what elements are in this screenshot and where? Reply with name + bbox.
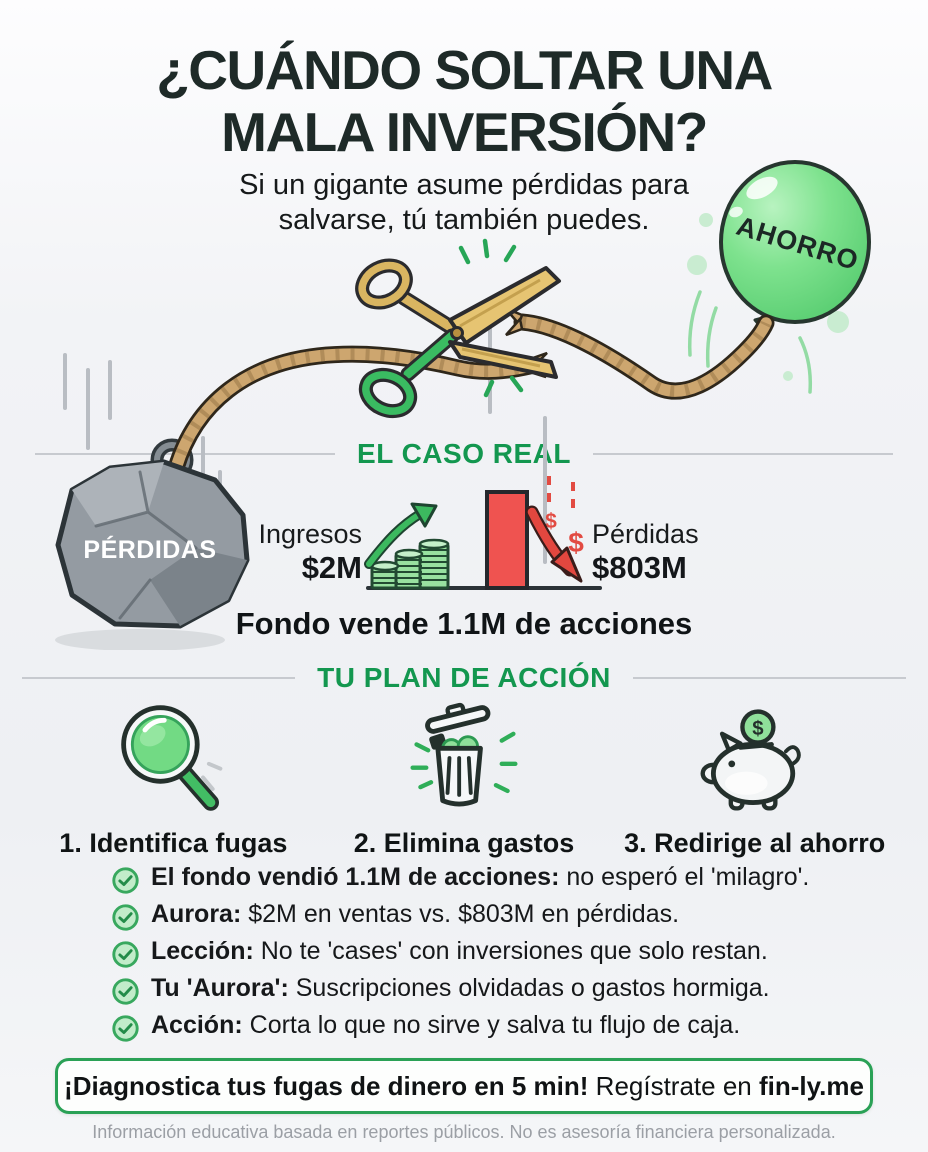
item-rest: Corta lo que no sirve y salva tu flujo d… <box>242 1011 741 1039</box>
title-line-1: ¿CUÁNDO SOLTAR UNA <box>156 39 773 101</box>
loss-block: Pérdidas $803M <box>592 520 752 584</box>
income-label: Ingresos <box>258 519 362 549</box>
check-circle-icon <box>112 941 139 968</box>
loss-value: $803M <box>592 549 687 585</box>
action-steps: 1. Identifica fugas <box>28 698 900 859</box>
item-rest: $2M en ventas vs. $803M en pérdidas. <box>241 900 680 928</box>
check-circle-icon <box>112 978 139 1005</box>
scissors-icon <box>355 238 561 419</box>
key-takeaways-list: El fondo vendió 1.1M de acciones: no esp… <box>112 864 888 1049</box>
piggy-coin-dollar: $ <box>752 718 764 740</box>
income-value: $2M <box>301 549 362 585</box>
list-item: Aurora: $2M en ventas vs. $803M en pérdi… <box>112 901 888 931</box>
subtitle: Si un gigante asume pérdidas para salvar… <box>239 169 689 237</box>
item-rest: no esperó el 'milagro'. <box>559 863 810 891</box>
item-lead: Lección: <box>151 937 254 965</box>
cta-regular: Regístrate en <box>588 1070 759 1101</box>
coin-stacks-icon <box>370 538 450 590</box>
check-circle-icon <box>112 1015 139 1042</box>
item-lead: Tu 'Aurora': <box>151 974 289 1002</box>
list-item: Lección: No te 'cases' con inversiones q… <box>112 938 888 968</box>
case-caption: Fondo vende 1.1M de acciones <box>235 606 693 641</box>
step-label-2: 2. Elimina gastos <box>353 828 575 858</box>
divider-line <box>632 677 906 679</box>
divider-line <box>22 677 296 679</box>
plan-heading: TU PLAN DE ACCIÓN <box>317 662 611 693</box>
magnifier-icon <box>121 705 223 811</box>
item-rest: Suscripciones olvidadas o gastos hormiga… <box>288 974 770 1002</box>
step-label-3: 3. Redirige al ahorro <box>624 828 886 858</box>
income-block: Ingresos $2M <box>222 520 362 584</box>
step-identify: 1. Identifica fugas <box>28 698 319 859</box>
cta-brand-link[interactable]: fin-ly.me <box>758 1070 864 1101</box>
growth-arrow-icon <box>364 502 438 569</box>
cta-bold: ¡Diagnostica tus fugas de dinero en 5 mi… <box>64 1070 589 1101</box>
step-redirect: $ 3. Redirige al ahorro <box>609 698 900 859</box>
item-rest: No te 'cases' con inversiones que solo r… <box>253 937 768 965</box>
trash-icon <box>410 702 518 807</box>
section-heading-plan: TU PLAN DE ACCIÓN <box>22 662 906 694</box>
check-circle-icon <box>112 867 139 894</box>
list-item: Acción: Corta lo que no sirve y salva tu… <box>112 1012 888 1042</box>
divider-line <box>592 453 894 455</box>
divider-line <box>35 453 336 455</box>
cta-text: ¡Diagnostica tus fugas de dinero en 5 mi… <box>64 1071 864 1102</box>
balloon-label: AHORRO <box>733 211 862 277</box>
section-heading-caso-real: EL CASO REAL <box>35 438 894 470</box>
loss-label: Pérdidas <box>592 519 699 549</box>
item-lead: Acción: <box>151 1011 243 1039</box>
list-item: Tu 'Aurora': Suscripciones olvidadas o g… <box>112 975 888 1005</box>
loss-bar <box>485 490 529 590</box>
caso-real-heading: EL CASO REAL <box>357 438 571 469</box>
case-chart: $ $ <box>364 476 602 590</box>
item-lead: Aurora: <box>151 900 242 928</box>
rock-icon: PÉRDIDAS <box>55 459 250 629</box>
dollar-sign-big: $ <box>568 527 584 558</box>
step-eliminate: 2. Elimina gastos <box>319 698 610 859</box>
dollar-sign-small: $ <box>545 510 557 533</box>
piggy-bank-icon: $ <box>700 709 801 811</box>
list-item: El fondo vendió 1.1M de acciones: no esp… <box>112 864 888 894</box>
item-lead: El fondo vendió 1.1M de acciones: <box>151 863 560 891</box>
loss-arrow-icon: $ $ <box>525 476 584 583</box>
cta-banner[interactable]: ¡Diagnostica tus fugas de dinero en 5 mi… <box>55 1058 873 1114</box>
check-circle-icon <box>112 904 139 931</box>
title-line-2: MALA INVERSIÓN? <box>221 100 708 163</box>
page-title: ¿CUÁNDO SOLTAR UNA MALA INVERSIÓN? <box>0 39 928 163</box>
cut-sparks <box>458 238 524 398</box>
rock-label: PÉRDIDAS <box>83 535 216 564</box>
disclaimer: Información educativa basada en reportes… <box>92 1122 836 1142</box>
rope-right <box>504 306 775 400</box>
step-label-1: 1. Identifica fugas <box>59 828 288 858</box>
